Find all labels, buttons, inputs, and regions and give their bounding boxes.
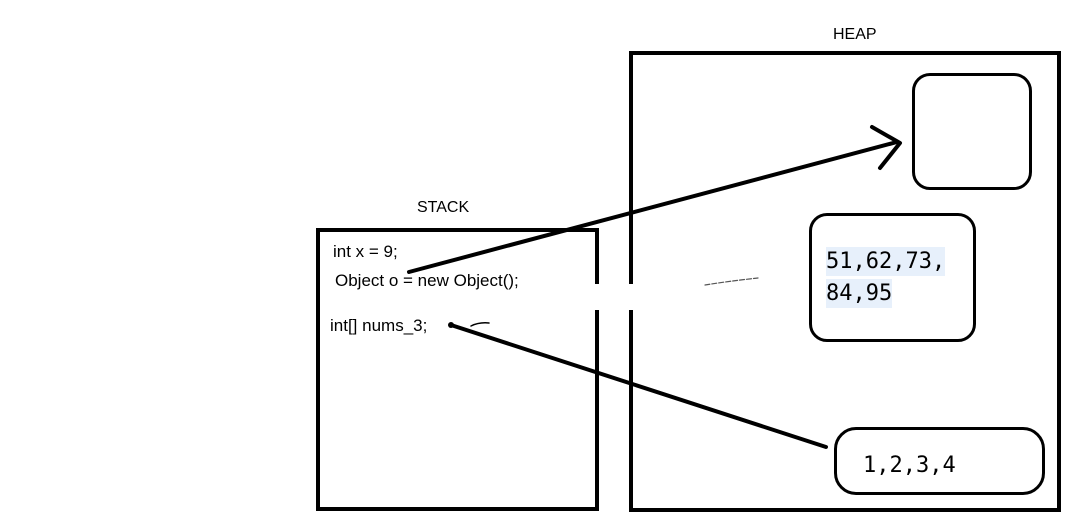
stack-line-int-x: int x = 9; bbox=[333, 242, 398, 261]
stack-line-nums: int[] nums_3; bbox=[330, 316, 428, 335]
heap-region bbox=[629, 51, 1061, 512]
heap-array-values-line-1: 51,62,73, bbox=[826, 247, 946, 276]
heap-array-values-small: 1,2,3,4 bbox=[863, 453, 956, 478]
heap-title: HEAP bbox=[833, 26, 877, 43]
heap-object-box bbox=[912, 73, 1032, 190]
heap-array-box-large bbox=[809, 213, 976, 342]
heap-array-box-small bbox=[834, 427, 1045, 495]
heap-array-values-line-2: 84,95 bbox=[826, 279, 893, 308]
stack-title: STACK bbox=[417, 199, 470, 216]
stack-line-object-o: Object o = new Object(); bbox=[335, 271, 519, 290]
